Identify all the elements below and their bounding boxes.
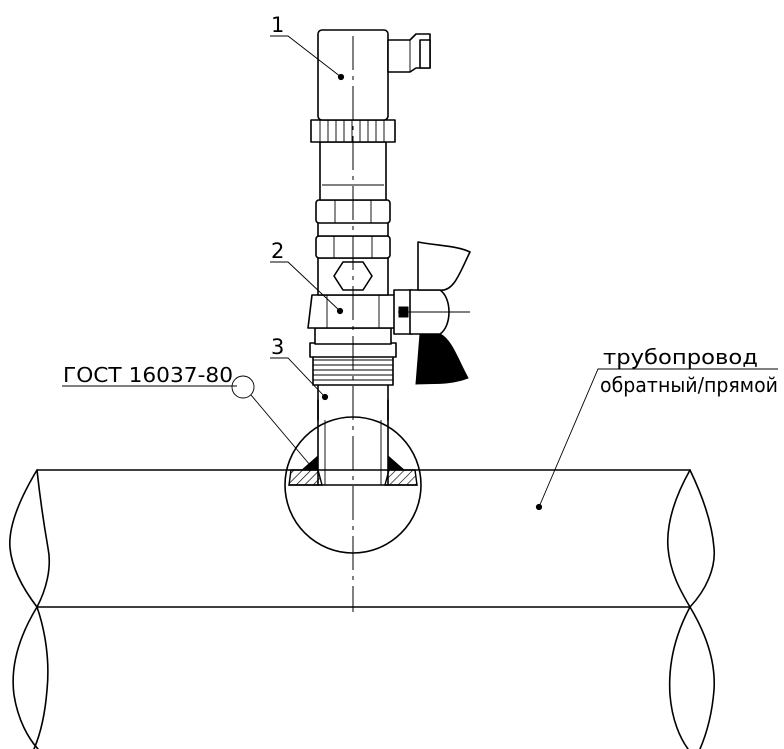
label-part-2: 2 bbox=[271, 239, 284, 263]
pipeline bbox=[9, 469, 716, 749]
label-part-1: 1 bbox=[271, 13, 284, 37]
right-pipe-wall-hatch bbox=[384, 469, 418, 486]
weld-symbol-circle bbox=[231, 375, 255, 399]
leader-pipeline bbox=[538, 368, 778, 508]
lower-pipe-right-curve bbox=[668, 606, 691, 749]
lower-pipe-left-curve bbox=[12, 606, 39, 749]
lower-pipe-right-inner bbox=[689, 606, 716, 749]
leaders bbox=[62, 35, 778, 508]
pipe-left-break bbox=[9, 469, 51, 608]
label-standard: ГОСТ 16037-80 bbox=[63, 363, 233, 387]
pressure-transmitter bbox=[310, 29, 431, 237]
handle-wing-top bbox=[417, 241, 471, 291]
lower-pipe-left-inner bbox=[33, 606, 49, 749]
leader-part-2 bbox=[270, 261, 341, 312]
leader-standard bbox=[250, 394, 311, 466]
knurl-lines bbox=[319, 120, 385, 142]
left-pipe-wall-hatch bbox=[288, 469, 323, 486]
right-weld-bead bbox=[387, 454, 406, 471]
label-pipeline-line2: обратный/прямой bbox=[600, 373, 778, 397]
leader-part-1 bbox=[270, 35, 342, 78]
weld-detail bbox=[284, 399, 422, 554]
plug-screw bbox=[419, 39, 431, 69]
label-pipeline-line1: трубопровод bbox=[603, 345, 758, 369]
leader-part-3 bbox=[270, 357, 326, 398]
pipe-right-break bbox=[666, 469, 716, 608]
label-part-3: 3 bbox=[271, 335, 284, 359]
handle-wing-bottom bbox=[415, 333, 469, 385]
